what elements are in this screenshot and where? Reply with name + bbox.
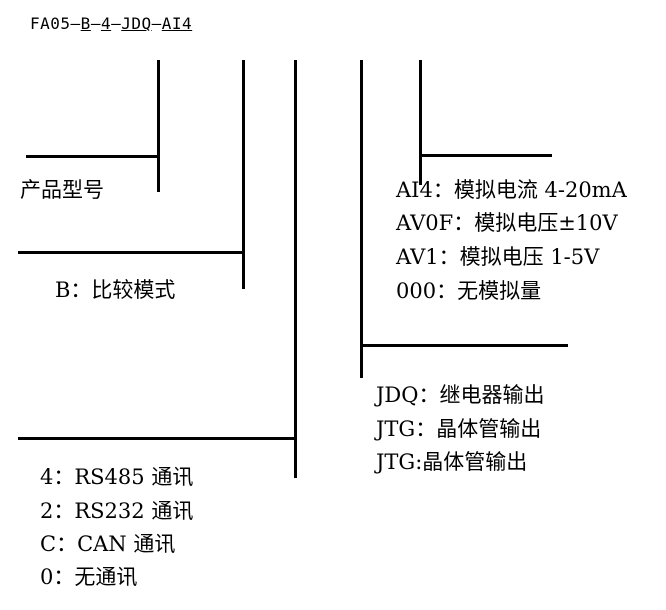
- connector-product-horizontal: [26, 155, 160, 158]
- analog-option: 000：无模拟量: [396, 279, 542, 303]
- comm-option: 2：RS232 通讯: [40, 499, 194, 523]
- product-model-label: 产品型号: [20, 178, 104, 202]
- code-analog: AI4: [161, 14, 193, 33]
- code-comm: 4: [100, 14, 112, 33]
- comm-option: C：CAN 通讯: [40, 532, 176, 556]
- connector-product-vertical: [157, 60, 160, 192]
- output-option: JDQ：继电器输出: [376, 383, 545, 407]
- analog-option: AI4：模拟电流 4-20mA: [396, 178, 627, 202]
- comm-option: 0：无通讯: [40, 565, 138, 589]
- connector-output-vertical: [360, 60, 363, 378]
- code-prefix: FA05: [30, 14, 71, 33]
- connector-mode-vertical: [242, 60, 245, 289]
- connector-comm-vertical: [294, 60, 297, 478]
- analog-option: AV0F：模拟电压±10V: [396, 211, 618, 235]
- connector-analog-vertical: [419, 60, 422, 185]
- code-separator: —: [90, 14, 101, 33]
- code-mode: B: [80, 14, 91, 33]
- connector-comm-horizontal: [18, 437, 297, 440]
- comm-option: 4：RS485 通讯: [40, 465, 194, 489]
- connector-mode-horizontal: [18, 251, 245, 254]
- model-code: FA05—B—4—JDQ—AI4: [30, 14, 192, 33]
- connector-analog-horizontal: [419, 154, 552, 157]
- code-separator: —: [111, 14, 122, 33]
- output-option: JTG:晶体管输出: [376, 450, 528, 474]
- code-separator: —: [151, 14, 162, 33]
- code-separator: —: [70, 14, 81, 33]
- output-option: JTG：晶体管输出: [376, 417, 542, 441]
- mode-option: B：比较模式: [55, 278, 176, 302]
- connector-output-horizontal: [360, 344, 568, 347]
- analog-option: AV1：模拟电压 1-5V: [396, 245, 600, 269]
- code-output: JDQ: [121, 14, 152, 33]
